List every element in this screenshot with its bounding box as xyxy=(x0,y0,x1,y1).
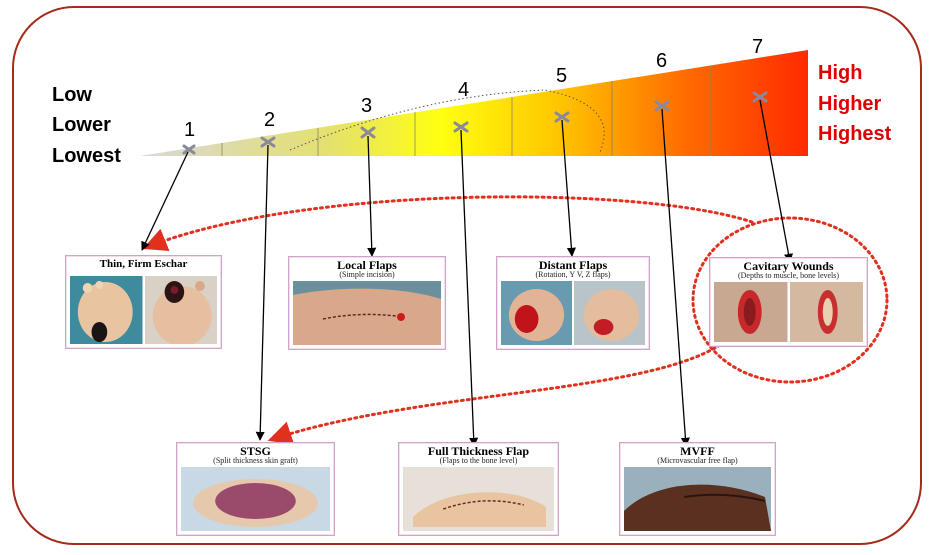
card-mvff: MVFF (Microvascular free flap) xyxy=(619,442,776,536)
arrow-6 xyxy=(662,109,686,446)
level-number-7: 7 xyxy=(752,36,763,59)
wound-photo xyxy=(790,282,864,342)
label-lowest: Lowest xyxy=(52,145,121,168)
photo-strip xyxy=(70,276,217,344)
wound-photo xyxy=(624,467,771,531)
photo-strip xyxy=(181,467,330,531)
card-subtitle: (Flaps to the bone level) xyxy=(399,457,558,465)
wound-photo xyxy=(70,276,143,344)
photo-strip xyxy=(624,467,771,531)
card-distant-flaps: Distant Flaps (Rotation, Y V, Z flaps) xyxy=(496,256,650,350)
dotted-arrow-top xyxy=(145,197,752,248)
wound-photo xyxy=(501,281,572,345)
card-cavitary-wounds: Cavitary Wounds (Depths to muscle, bone … xyxy=(709,257,868,347)
label-highest: Highest xyxy=(818,123,891,146)
level-number-4: 4 xyxy=(458,79,469,102)
photo-strip xyxy=(501,281,645,345)
card-full-thickness-flap: Full Thickness Flap (Flaps to the bone l… xyxy=(398,442,559,536)
card-subtitle: (Rotation, Y V, Z flaps) xyxy=(497,271,649,279)
card-local-flaps: Local Flaps (Simple incision) xyxy=(288,256,446,350)
label-lower: Lower xyxy=(52,114,111,137)
photo-strip xyxy=(714,282,863,342)
card-subtitle: (Microvascular free flap) xyxy=(620,457,775,465)
card-thin-firm-eschar: Thin, Firm Eschar xyxy=(65,255,222,349)
wound-photo xyxy=(574,281,645,345)
complexity-wedge xyxy=(140,50,808,156)
card-subtitle: (Simple incision) xyxy=(289,271,445,279)
wound-photo xyxy=(145,276,218,344)
wound-photo xyxy=(181,467,330,531)
photo-strip xyxy=(293,281,441,345)
card-stsg: STSG (Split thickness skin graft) xyxy=(176,442,335,536)
label-higher: Higher xyxy=(818,93,881,116)
level-number-2: 2 xyxy=(264,109,275,132)
level-number-1: 1 xyxy=(184,119,195,142)
card-title: Thin, Firm Eschar xyxy=(66,259,221,270)
card-subtitle: (Split thickness skin graft) xyxy=(177,457,334,465)
wound-photo xyxy=(293,281,441,345)
card-subtitle: (Depths to muscle, bone levels) xyxy=(710,272,867,280)
dotted-arrow-bottom xyxy=(270,345,720,440)
photo-strip xyxy=(403,467,554,531)
level-number-5: 5 xyxy=(556,65,567,88)
label-high: High xyxy=(818,62,862,85)
label-low: Low xyxy=(52,84,92,107)
level-number-6: 6 xyxy=(656,50,667,73)
level-number-3: 3 xyxy=(361,95,372,118)
arrow-2 xyxy=(260,145,268,440)
wound-photo xyxy=(403,467,554,531)
wound-photo xyxy=(714,282,788,342)
